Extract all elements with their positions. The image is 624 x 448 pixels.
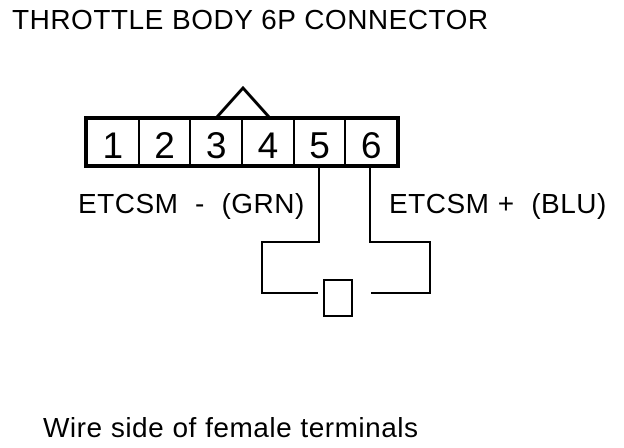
- wire-pin5-vertical: [318, 168, 320, 243]
- wire-pin6-vertical: [369, 168, 371, 243]
- pin-cell-1: 1: [88, 120, 140, 164]
- pin-cell-6: 6: [360, 125, 382, 166]
- connector-key-tab-icon: [215, 86, 271, 117]
- wire-pin6-horizontal-upper: [369, 241, 431, 243]
- pin-cell-5: 5: [295, 120, 347, 164]
- wire-pin6-vertical-right: [429, 241, 431, 294]
- motor-symbol: [323, 279, 353, 317]
- connector-body: 1 2 3 4 5 6: [84, 116, 400, 168]
- wire-pin5-horizontal-lower: [261, 292, 318, 294]
- pin-cell-2: 2: [140, 120, 192, 164]
- wire-pin5-vertical-left: [261, 241, 263, 294]
- wire-pin5-horizontal-upper: [261, 241, 320, 243]
- pin5-signal-label: ETCSM - (GRN): [78, 188, 305, 219]
- pin6-signal-label: ETCSM + (BLU): [389, 188, 607, 219]
- diagram-title: THROTTLE BODY 6P CONNECTOR: [12, 4, 489, 35]
- wire-pin6-horizontal-lower: [371, 292, 431, 294]
- pin-cell-4: 4: [243, 120, 295, 164]
- wire-side-note: Wire side of female terminals: [43, 412, 419, 443]
- pin-cell-3: 3: [191, 120, 244, 164]
